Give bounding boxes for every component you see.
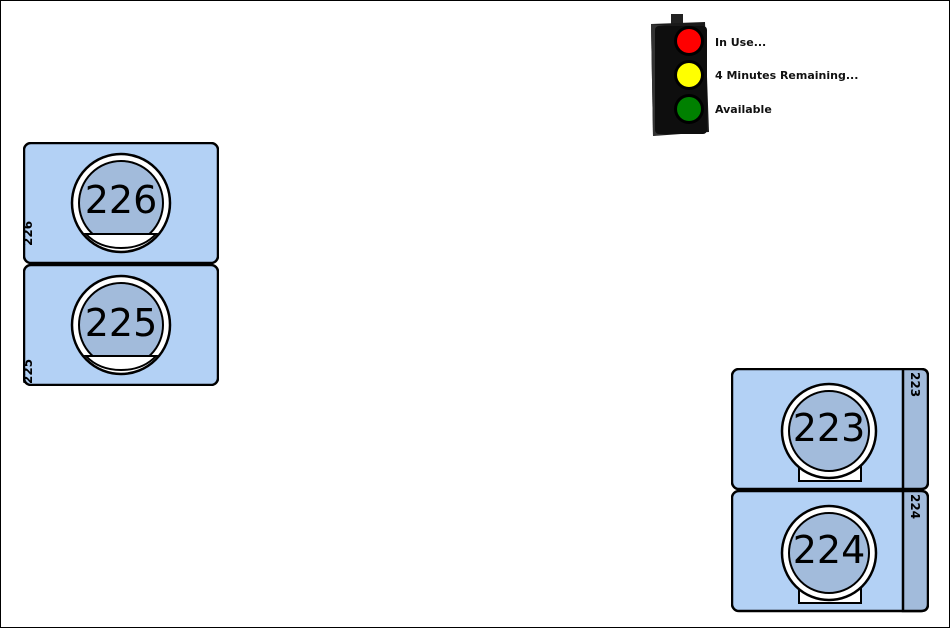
station-number: 226 [84, 178, 158, 222]
yellow-light-icon [677, 63, 701, 87]
traffic-light-icon [651, 14, 709, 136]
station-number: 224 [792, 528, 866, 572]
red-light-icon [677, 29, 701, 53]
station-223[interactable]: 223 223 [731, 368, 929, 491]
station-number: 225 [84, 301, 158, 345]
station-number: 223 [792, 406, 866, 450]
status-legend: In Use... 4 Minutes Remaining... Availab… [645, 14, 885, 140]
station-224[interactable]: 224 224 [731, 490, 929, 613]
legend-in-use: In Use... [715, 36, 767, 49]
green-light-icon [677, 97, 701, 121]
station-side-label: 226 [21, 220, 35, 246]
legend-minutes-remaining: 4 Minutes Remaining... [715, 69, 859, 82]
station-226[interactable]: 226 226 [21, 142, 219, 264]
station-side-label: 223 [908, 372, 922, 398]
station-side-label: 225 [21, 358, 35, 384]
station-side-label: 224 [908, 494, 922, 520]
legend-available: Available [715, 103, 772, 116]
station-225[interactable]: 225 225 [21, 264, 219, 386]
